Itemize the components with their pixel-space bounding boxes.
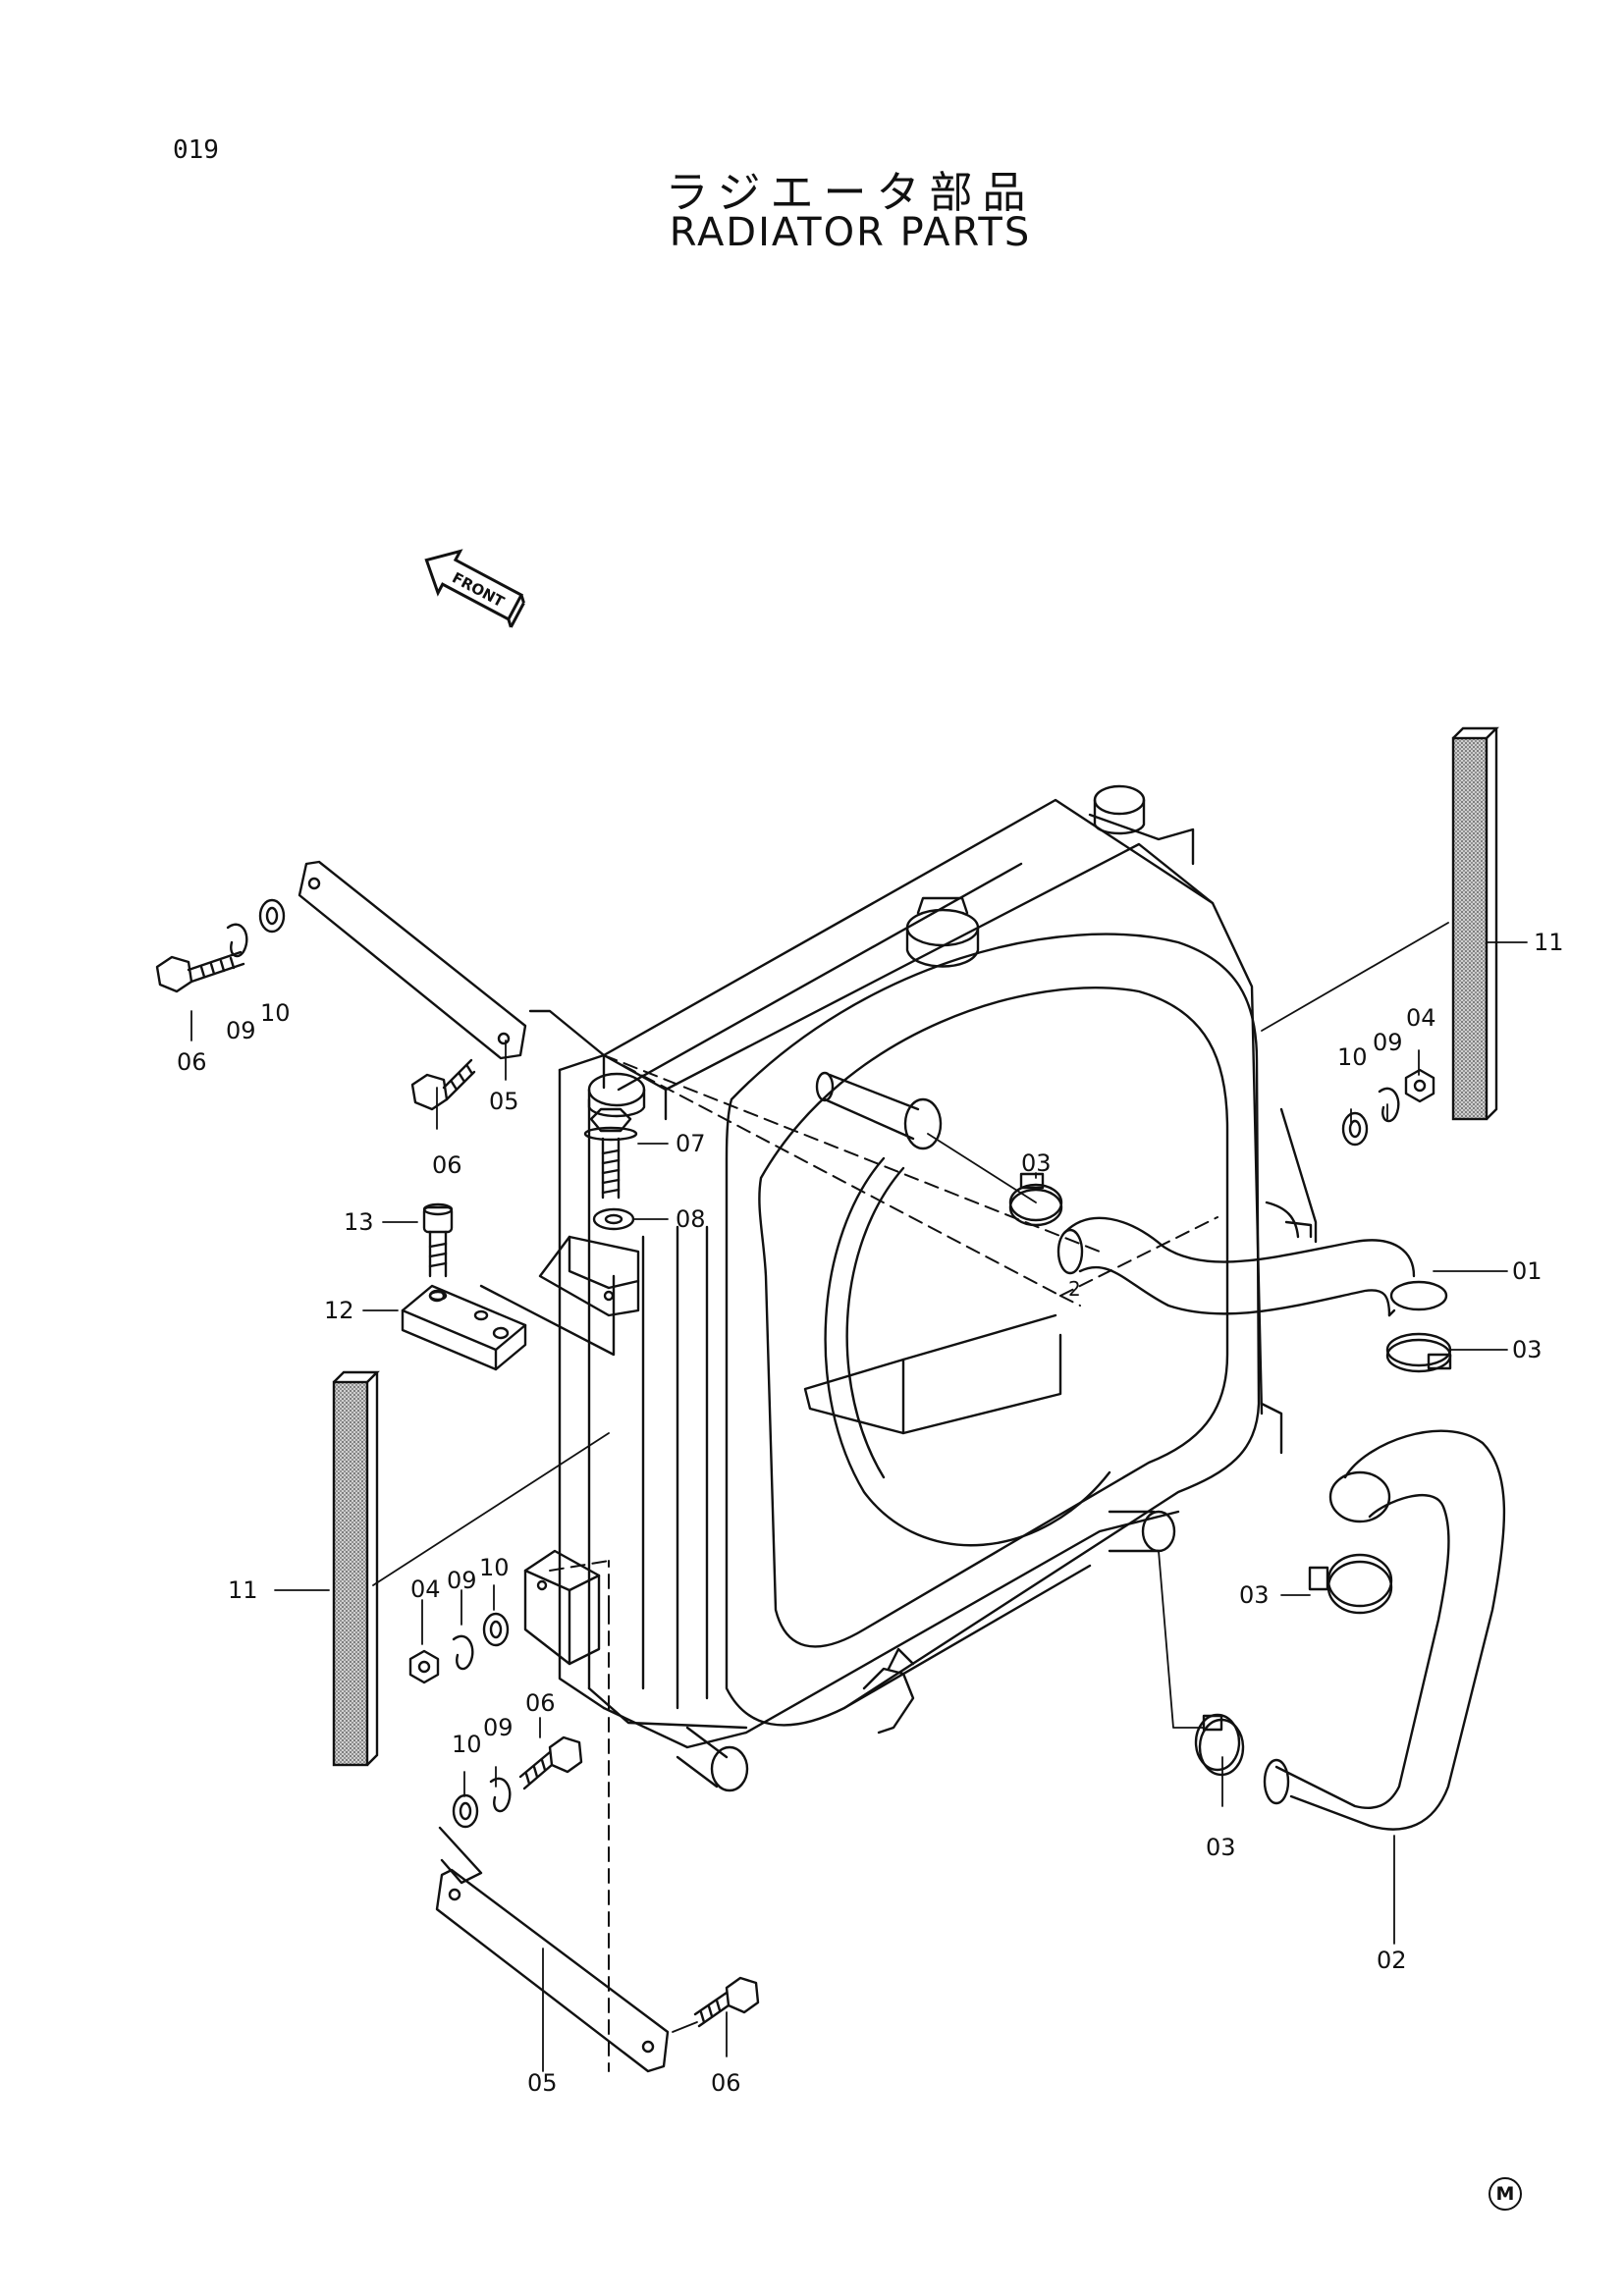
callout-09-upper-left: 09 bbox=[226, 1017, 256, 1044]
title-english: RADIATOR PARTS bbox=[669, 210, 1032, 255]
hose-clamp-03-upper bbox=[1008, 1172, 1063, 1227]
radiator-cap-rear bbox=[1088, 784, 1195, 866]
radiator-filler-cap bbox=[905, 896, 980, 968]
callout-12: 12 bbox=[324, 1297, 354, 1324]
callout-11-left: 11 bbox=[228, 1576, 258, 1604]
washer-10-lower-left bbox=[452, 1793, 479, 1829]
washer-09-lower-left bbox=[489, 1777, 512, 1813]
plate-part-12 bbox=[401, 1274, 616, 1371]
callout-09-lower-left: 09 bbox=[483, 1714, 514, 1741]
radiator-core bbox=[558, 798, 1318, 1749]
upper-hose-part-01 bbox=[1056, 1216, 1448, 1317]
hose-clamp-03-middle bbox=[1308, 1553, 1393, 1615]
upper-inlet-pipe bbox=[815, 1071, 943, 1150]
bolt-06-lower-left bbox=[518, 1735, 583, 1790]
radiator-top-stud bbox=[587, 1072, 646, 1118]
callout-03-right: 03 bbox=[1512, 1336, 1543, 1363]
reference-dashed-lines bbox=[549, 1054, 1218, 2072]
callout-06-lower-left: 06 bbox=[525, 1689, 556, 1717]
footer-circled-m-mark: M bbox=[1489, 2177, 1522, 2211]
callout-03-lower: 03 bbox=[1206, 1834, 1236, 1861]
callout-09-right: 09 bbox=[1373, 1029, 1403, 1056]
callout-10-left: 10 bbox=[479, 1554, 510, 1581]
stay-part-05-upper bbox=[298, 860, 606, 1060]
lower-mount-block bbox=[523, 1549, 601, 1666]
washer-10-left bbox=[482, 1612, 510, 1647]
nut-04-left bbox=[408, 1649, 440, 1684]
callout-05-lower: 05 bbox=[527, 2069, 558, 2097]
bolt-06-upper-left bbox=[155, 950, 245, 993]
rubber-strip-part-11-right bbox=[1451, 726, 1499, 1121]
callout-radiator-mark-2: 2 bbox=[1068, 1277, 1081, 1301]
washer-08 bbox=[592, 1207, 635, 1231]
hose-clamp-03-lower bbox=[1194, 1713, 1245, 1777]
bolt-06-bottom bbox=[693, 1976, 760, 2028]
callout-06-upper-left: 06 bbox=[177, 1048, 207, 1076]
callout-06-middle: 06 bbox=[432, 1151, 462, 1179]
socket-bolt-13 bbox=[422, 1202, 454, 1302]
callout-13: 13 bbox=[344, 1208, 374, 1236]
title-japanese: ラジエータ部品 bbox=[665, 168, 1036, 218]
bolt-06-middle bbox=[410, 1058, 476, 1111]
front-direction-arrow: FRONT bbox=[424, 549, 525, 628]
callout-03-middle: 03 bbox=[1239, 1581, 1270, 1609]
callout-11-right: 11 bbox=[1534, 929, 1564, 956]
callout-06-bottom: 06 bbox=[711, 2069, 741, 2097]
callout-09-left: 09 bbox=[447, 1567, 477, 1594]
washer-09-left bbox=[452, 1634, 474, 1671]
callout-01: 01 bbox=[1512, 1257, 1543, 1285]
bolt-07-flange bbox=[583, 1107, 638, 1200]
leader-lines bbox=[190, 922, 1528, 2072]
stay-part-05-lower bbox=[435, 1826, 670, 2073]
rubber-strip-part-11-left bbox=[332, 1370, 380, 1767]
lower-hose-part-02 bbox=[1263, 1429, 1506, 1831]
washer-10-right bbox=[1341, 1111, 1369, 1147]
callout-10-upper-left: 10 bbox=[260, 999, 291, 1027]
drain-cock bbox=[862, 1647, 915, 1735]
callout-08: 08 bbox=[676, 1205, 706, 1233]
callout-03-upper: 03 bbox=[1021, 1149, 1052, 1177]
bottom-drain-pipe bbox=[676, 1726, 749, 1792]
callout-05-upper: 05 bbox=[489, 1088, 519, 1115]
washer-10-upper-left bbox=[258, 898, 286, 934]
callout-10-right: 10 bbox=[1337, 1043, 1368, 1071]
callout-10-lower-left: 10 bbox=[452, 1731, 482, 1758]
right-bracket bbox=[1265, 1201, 1313, 1239]
callout-07: 07 bbox=[676, 1130, 706, 1157]
washer-09-upper-left bbox=[226, 923, 248, 958]
nut-04-right bbox=[1404, 1068, 1435, 1103]
callout-04-right: 04 bbox=[1406, 1004, 1436, 1032]
hose-clamp-03-right bbox=[1385, 1332, 1452, 1373]
washer-09-right bbox=[1378, 1087, 1400, 1123]
page-number: 019 bbox=[173, 135, 219, 165]
callout-02: 02 bbox=[1377, 1947, 1407, 1974]
callout-04-left: 04 bbox=[410, 1575, 441, 1603]
